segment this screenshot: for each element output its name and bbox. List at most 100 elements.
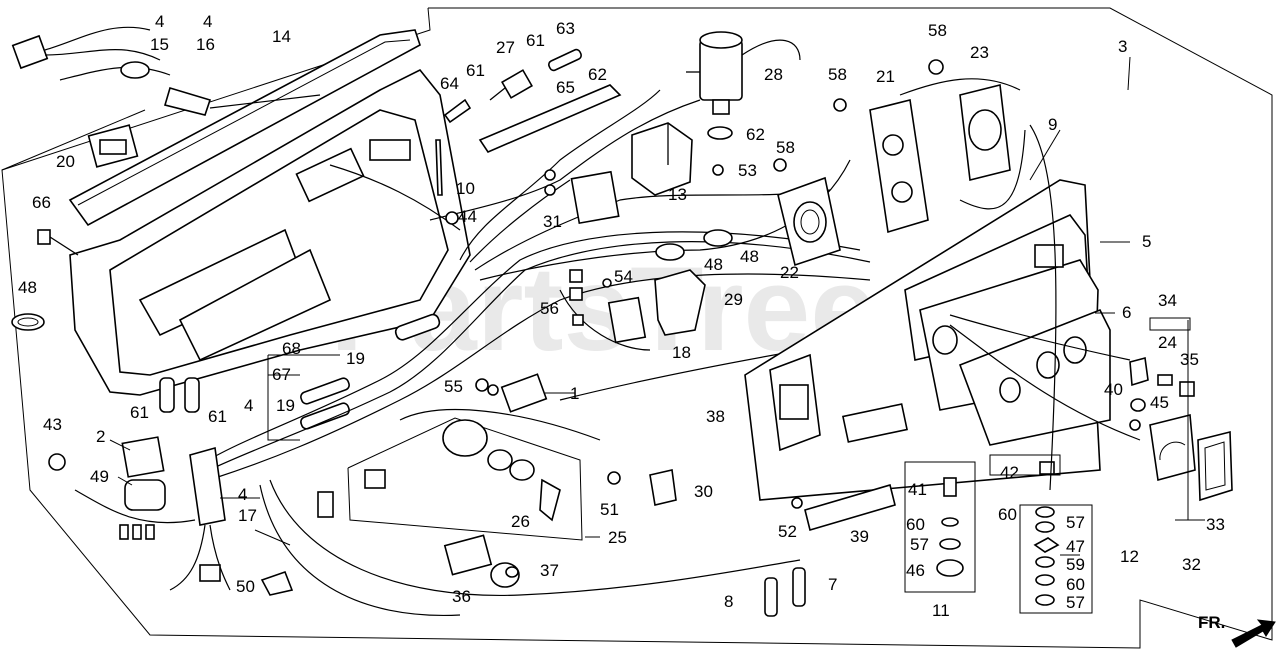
callout-4b: 4 [203,12,212,31]
switch-31 [544,169,620,225]
callout-42: 42 [1000,463,1019,482]
callout-59: 59 [1066,555,1085,574]
callout-41: 41 [908,480,927,499]
callout-6: 6 [1122,303,1131,322]
callout-66: 66 [32,193,51,212]
callout-51: 51 [600,500,619,519]
screw-44 [445,211,459,225]
callout-58b: 58 [828,65,847,84]
callout-55: 55 [444,377,463,396]
callout-12: 12 [1120,547,1139,566]
wires-right [899,78,1141,491]
callout-40: 40 [1104,380,1123,399]
bolt-66 [37,229,79,256]
callout-56: 56 [540,299,559,318]
receptacle-21 [869,99,929,234]
callout-47: 47 [1066,537,1085,556]
callout-63: 63 [556,19,575,38]
callout-57c: 57 [1066,593,1085,612]
callout-49: 49 [90,467,109,486]
callout-48b: 48 [704,255,723,274]
callout-13: 13 [668,185,687,204]
rubber-seal [68,29,421,227]
front-arrow-icon [1231,619,1276,648]
callout-48c: 48 [740,247,759,266]
screw-51 [607,471,621,485]
callout-15: 15 [150,35,169,54]
callout-68: 68 [282,339,301,358]
callout-27: 27 [496,38,515,57]
callout-39: 39 [850,527,869,546]
callout-61c: 61 [130,403,149,422]
receptacle-22 [777,176,841,267]
callout-50: 50 [236,577,255,596]
callout-29: 29 [724,290,743,309]
callout-34: 34 [1158,291,1177,310]
callout-35: 35 [1180,350,1199,369]
callout-32: 32 [1182,555,1201,574]
wire-harness-top-left [11,26,321,116]
callout-52: 52 [778,522,797,541]
hoses-63-65 [478,48,622,153]
fasteners-53-58 [712,59,944,176]
fastener-group-12 [989,454,1093,614]
callout-60a: 60 [906,515,925,534]
solenoid-valve-28 [686,31,801,115]
callout-16: 16 [196,35,215,54]
inset-box-25 [317,417,583,541]
callout-60b: 60 [998,505,1017,524]
hose-64 [443,98,472,124]
callout-7: 7 [828,575,837,594]
small-parts-lower-left [48,436,294,596]
callout-19b: 19 [276,396,295,415]
callout-4d: 4 [238,485,247,504]
callout-61a: 61 [466,61,485,80]
callout-11: 11 [932,601,950,620]
callout-60c: 60 [1066,575,1085,594]
callout-17: 17 [238,506,257,525]
module-29 [654,269,706,336]
callout-4c: 4 [244,396,253,415]
small-parts-34 [1129,317,1195,397]
callout-18: 18 [672,343,691,362]
callout-3: 3 [1118,37,1127,56]
relay-13 [631,122,693,196]
screw-52 [791,497,803,509]
callout-31: 31 [543,212,562,231]
main-wire-bundle [199,89,1101,617]
callout-10: 10 [456,179,475,198]
callout-24: 24 [1158,333,1177,352]
callout-9: 9 [1048,115,1057,134]
callout-28: 28 [764,65,783,84]
cover-33 [1197,430,1233,502]
callout-43: 43 [43,415,62,434]
hour-meter-38 [779,384,809,420]
callout-64: 64 [440,74,459,93]
callout-4a: 4 [155,12,164,31]
callout-22: 22 [780,263,799,282]
callout-61b: 61 [526,31,545,50]
callout-20: 20 [56,152,75,171]
callout-57a: 57 [1066,513,1085,532]
terminals-7-8 [764,567,806,617]
switch-parts-36-37 [443,534,520,588]
callout-67: 67 [272,365,291,384]
callout-25: 25 [608,528,627,547]
callout-53: 53 [738,161,757,180]
callout-1: 1 [570,384,579,403]
callout-44: 44 [458,207,477,226]
washers-40-45 [1129,398,1146,431]
callout-65: 65 [556,78,575,97]
callout-46: 46 [906,561,925,580]
callout-5: 5 [1142,232,1151,251]
callout-58a: 58 [928,21,947,40]
callout-23: 23 [970,43,989,62]
callout-labels: 1 2 3 4 4 4 4 5 6 7 8 9 10 11 12 13 14 1… [18,12,1225,620]
callout-45: 45 [1150,393,1169,412]
callout-14: 14 [272,27,291,46]
callout-57b: 57 [910,535,929,554]
callout-54: 54 [614,267,633,286]
leader-lines [109,56,1205,556]
clamp-48-left [11,313,45,331]
callout-21: 21 [876,67,895,86]
